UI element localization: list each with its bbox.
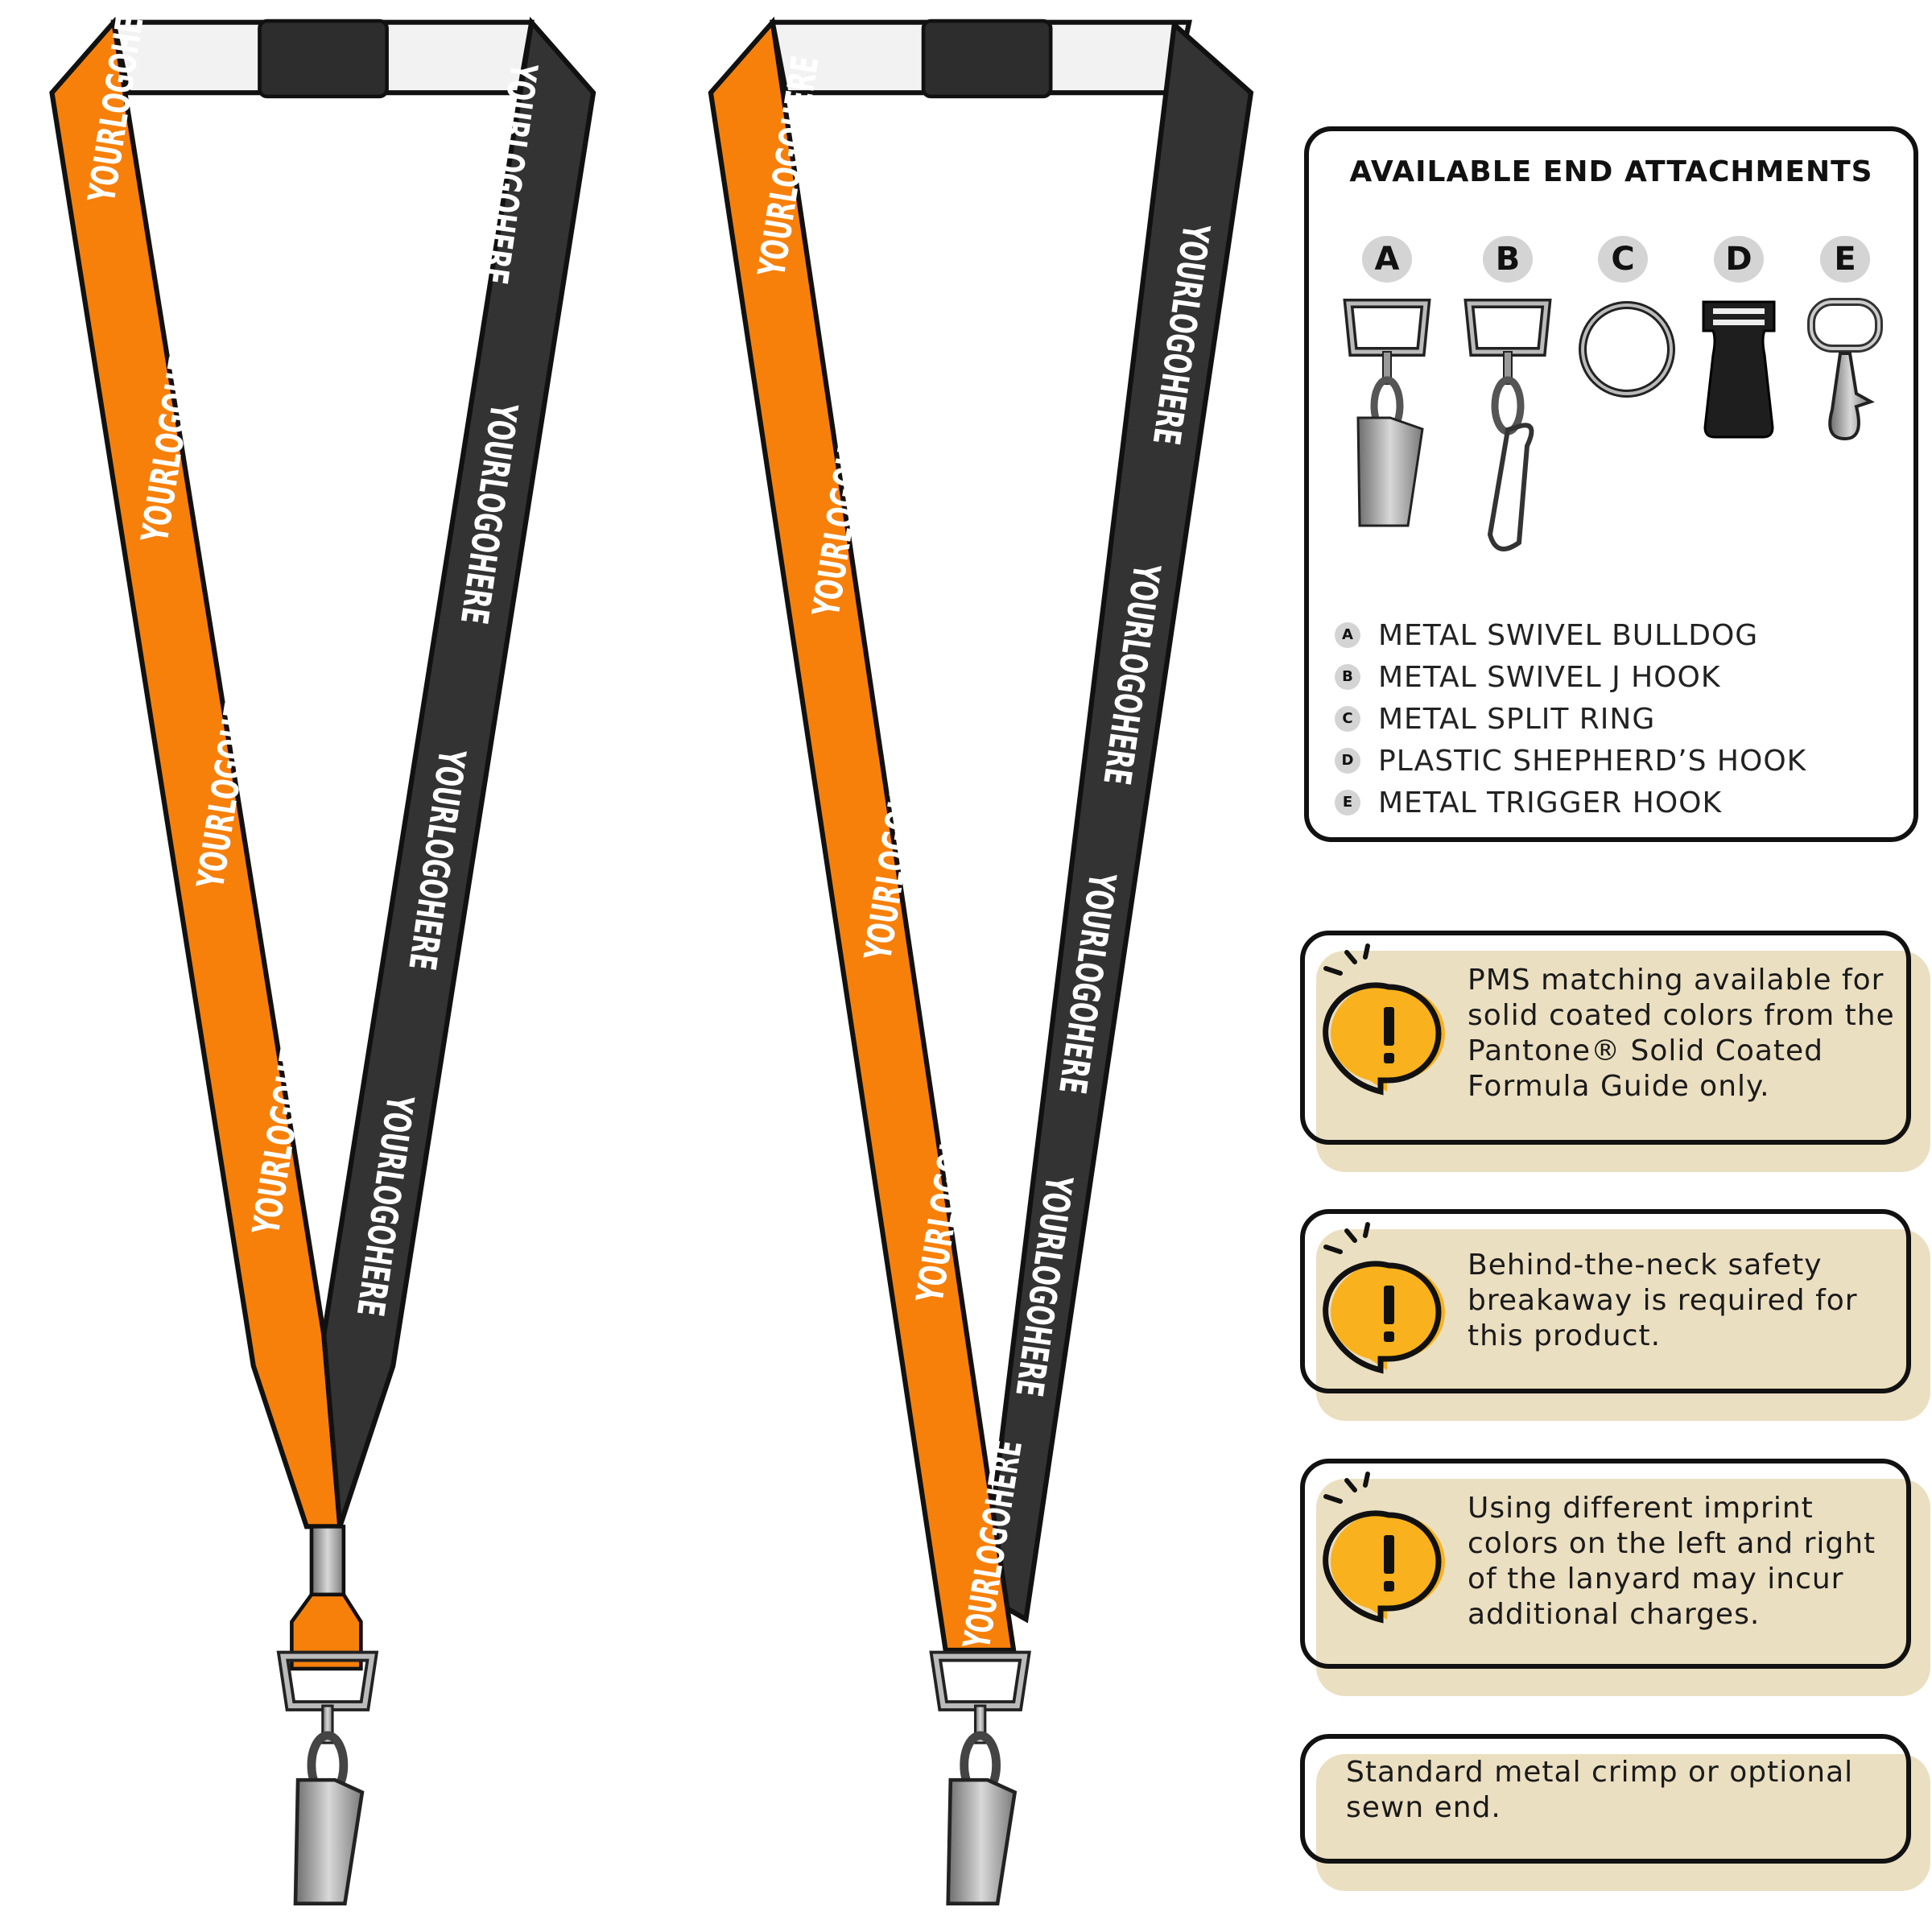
- swivel-j-hook-icon: [1463, 299, 1552, 551]
- list-item: D PLASTIC SHEPHERD’S HOOK: [1335, 740, 1806, 782]
- letter-badge: D: [1335, 748, 1360, 774]
- attachment-letter: A: [1362, 236, 1412, 283]
- note-text: PMS matching available for solid coated …: [1468, 964, 1895, 1103]
- attachment-letter: D: [1714, 236, 1764, 283]
- letter-badge: B: [1335, 664, 1360, 690]
- attachment-letter: E: [1820, 236, 1870, 283]
- attachment-list: A METAL SWIVEL BULLDOG B METAL SWIVEL J HO…: [1335, 614, 1806, 824]
- attachment-label: METAL SPLIT RING: [1378, 702, 1656, 736]
- note-text: Standard metal crimp or optional sewn en…: [1346, 1756, 1854, 1824]
- crimp: [309, 1525, 346, 1597]
- attachments-panel: AVAILABLE END ATTACHMENTS A B C D: [1304, 126, 1918, 842]
- letter-badge: E: [1335, 790, 1360, 815]
- attachment-label: METAL SWIVEL J HOOK: [1378, 660, 1721, 694]
- note-crimp: Standard metal crimp or optional sewn en…: [1300, 1734, 1930, 1891]
- plastic-hook-icon: [1702, 300, 1776, 439]
- attachment-letter: C: [1598, 236, 1648, 283]
- dark-strap: [321, 16, 597, 1528]
- trigger-hook-icon: [1807, 298, 1883, 441]
- lanyard-left-view: [49, 16, 597, 1904]
- swivel-bulldog-clip-icon: [1343, 299, 1431, 527]
- attachment-d: D: [1690, 236, 1787, 442]
- letter-badge: A: [1335, 622, 1360, 648]
- attachment-a: A: [1339, 236, 1435, 539]
- orange-strap: [49, 16, 343, 1530]
- sewn-end: [290, 1592, 363, 1671]
- list-item: C METAL SPLIT RING: [1335, 698, 1806, 740]
- attachment-label: PLASTIC SHEPHERD’S HOOK: [1378, 744, 1807, 778]
- list-item: E METAL TRIGGER HOOK: [1335, 782, 1806, 824]
- note-pms: PMS matching available for solid coated …: [1300, 931, 1930, 1172]
- note-text: Behind-the-neck safety breakaway is requ…: [1468, 1249, 1858, 1352]
- attachment-label: METAL SWIVEL BULLDOG: [1378, 618, 1759, 652]
- attachment-label: METAL TRIGGER HOOK: [1378, 786, 1723, 819]
- panel-title: AVAILABLE END ATTACHMENTS: [1349, 155, 1873, 188]
- lanyard-right-view: [708, 16, 1254, 1904]
- split-ring-icon: [1579, 301, 1675, 398]
- note-imprint-colors: Using different imprint colors on the le…: [1300, 1459, 1930, 1696]
- attachment-letter: B: [1483, 236, 1533, 283]
- list-item: A METAL SWIVEL BULLDOG: [1335, 614, 1806, 656]
- note-breakaway: Behind-the-neck safety breakaway is requ…: [1300, 1209, 1930, 1421]
- list-item: B METAL SWIVEL J HOOK: [1335, 656, 1806, 698]
- attachment-c: C: [1575, 236, 1675, 402]
- note-text: Using different imprint colors on the le…: [1468, 1492, 1876, 1631]
- attachment-e: E: [1797, 236, 1893, 442]
- attachment-b: B: [1459, 236, 1556, 563]
- letter-badge: C: [1335, 706, 1360, 732]
- breakaway-buckle: [258, 19, 389, 99]
